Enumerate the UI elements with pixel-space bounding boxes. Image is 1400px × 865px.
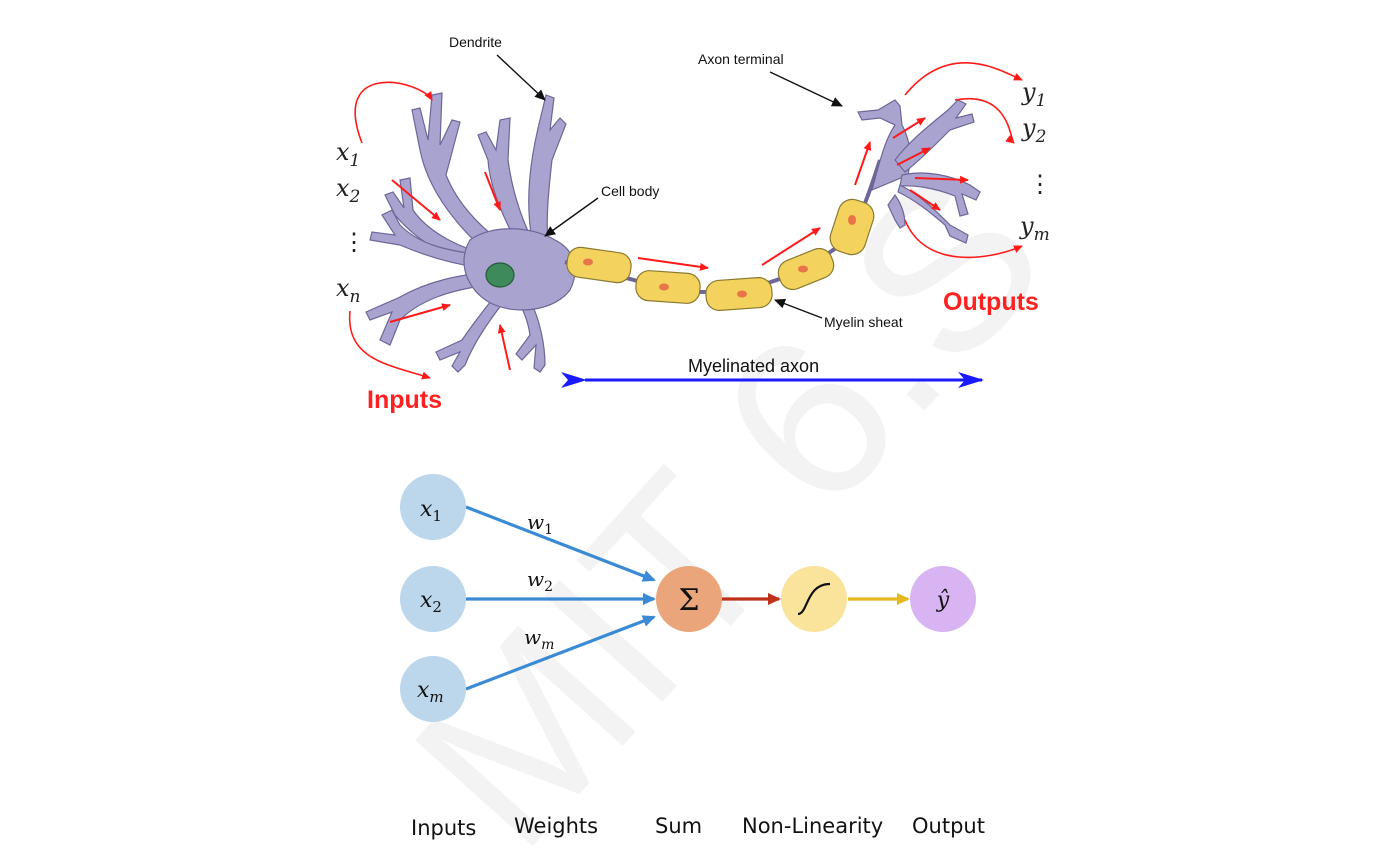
neuron-output-y2: y2 xyxy=(1021,114,1046,147)
axon-terminals xyxy=(857,99,981,244)
neuron-output-ellipsis: ⋮ xyxy=(1028,170,1052,198)
stage-label-nonlinearity: Non-Linearity xyxy=(742,814,883,838)
edge-xm-sum xyxy=(465,615,656,691)
stage-label-sum: Sum xyxy=(655,814,702,838)
weight-edges xyxy=(465,505,656,691)
cell-body xyxy=(463,228,576,311)
neuron-output-vars: y1 y2 ⋮ ym xyxy=(1019,78,1052,245)
axon-terminal-label: Axon terminal xyxy=(698,51,784,67)
stage-label-weights: Weights xyxy=(514,814,598,838)
input-node-m: xm xyxy=(400,656,466,722)
nonlinearity-node xyxy=(781,566,847,632)
stage-label-inputs: Inputs xyxy=(411,816,476,840)
output-node: ŷ xyxy=(910,566,976,632)
perceptron-diagram: x1 x2 xm w1 w2 wm Σ ŷ Inpu xyxy=(400,474,985,840)
neuron-output-ym: ym xyxy=(1019,212,1050,245)
signal-arrows xyxy=(389,117,969,371)
input-node-m-label: xm xyxy=(417,678,444,706)
neuron-input-xn: xn xyxy=(336,274,361,307)
stage-label-output: Output xyxy=(912,814,985,838)
dendrites xyxy=(365,92,567,373)
stage-labels: Inputs Weights Sum Non-Linearity Output xyxy=(411,814,985,840)
input-node-2-label: x2 xyxy=(420,588,442,616)
weight-label-1: w1 xyxy=(527,510,553,538)
sum-node: Σ xyxy=(656,566,722,632)
myelin-dots xyxy=(583,215,856,298)
input-node-2: x2 xyxy=(400,566,466,632)
neuron-illustration: Dendrite Axon terminal Cell body Myelin … xyxy=(336,34,1052,414)
myelin-sheath-label: Myelin sheat xyxy=(824,314,903,330)
dendrite-label: Dendrite xyxy=(449,34,502,50)
io-curves xyxy=(348,62,1023,380)
neuron-input-x2: x2 xyxy=(336,174,360,207)
neuron-output-y1: y1 xyxy=(1021,78,1046,111)
myelinated-axon-label: Myelinated axon xyxy=(688,356,819,376)
weight-label-2: w2 xyxy=(527,567,553,595)
weight-label-m: wm xyxy=(524,625,554,653)
cell-body-label: Cell body xyxy=(601,183,659,199)
sum-symbol: Σ xyxy=(678,583,699,618)
inputs-label: Inputs xyxy=(367,386,442,414)
neuron-input-vars: x1 x2 ⋮ xn xyxy=(336,138,366,307)
outputs-label: Outputs xyxy=(943,288,1039,316)
edge-x1-sum xyxy=(465,505,656,582)
input-node-1-label: x1 xyxy=(420,497,442,525)
nucleus xyxy=(485,262,515,288)
sigmoid-icon xyxy=(797,582,831,616)
neuron-input-x1: x1 xyxy=(336,138,360,171)
callout-arrows xyxy=(496,54,843,319)
output-symbol: ŷ xyxy=(936,588,950,613)
input-node-1: x1 xyxy=(400,474,466,540)
neuron-input-ellipsis: ⋮ xyxy=(342,228,366,256)
